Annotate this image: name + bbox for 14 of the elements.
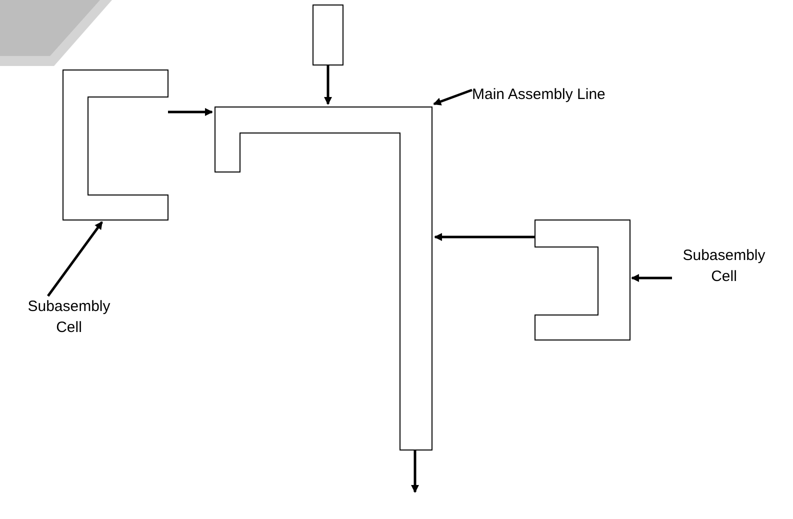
arrow [411, 450, 419, 493]
cell-shape [63, 70, 168, 220]
cell-shape [535, 220, 630, 340]
cell-label: Subasembly Cell [26, 297, 112, 338]
cell-label: Subasembly Cell [682, 246, 766, 287]
main-line-shape [215, 107, 432, 450]
arrow [631, 274, 672, 282]
feeder-box [313, 5, 343, 65]
arrow [324, 65, 332, 105]
arrow [168, 108, 213, 116]
arrow [46, 221, 104, 297]
line-label: Main Assembly Line [472, 85, 606, 105]
arrow [433, 88, 472, 106]
arrow [434, 233, 535, 241]
